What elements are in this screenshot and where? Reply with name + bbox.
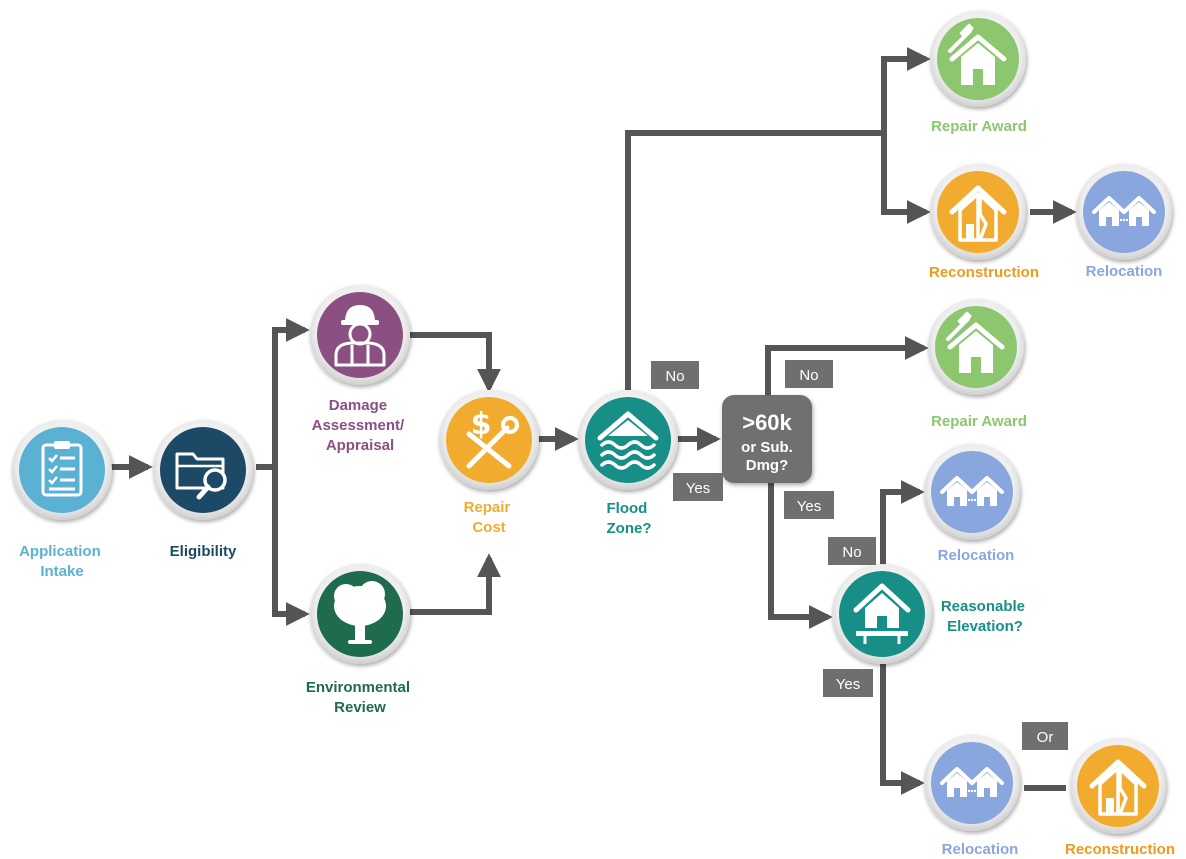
tag-flood-no-text: No: [665, 368, 684, 385]
tag-threshold-yes: Yes: [784, 491, 834, 519]
node-repair-award-top[interactable]: [930, 11, 1026, 107]
connector-threshold-no-path: [765, 336, 929, 395]
node-reconstruction-top[interactable]: [930, 164, 1026, 260]
label-eligibility: Eligibility: [170, 543, 237, 560]
tag-elevation-no: No: [828, 537, 876, 565]
node-reconstruction-bottom[interactable]: [1070, 738, 1166, 834]
node-eligibility[interactable]: [153, 420, 253, 520]
tag-threshold-no-text: No: [799, 367, 818, 384]
label-damage-assessment: Damage Assessment/ Appraisal: [312, 397, 409, 454]
node-environmental-review[interactable]: [310, 564, 410, 664]
checklist-icon: [41, 441, 83, 497]
connector-flood-no-path: [625, 130, 884, 390]
connector-damage-to-repair-cost: [410, 332, 501, 393]
label-application-intake: Application Intake: [19, 543, 105, 580]
connector-threshold-yes-path: [768, 483, 833, 629]
node-relocation-bottom[interactable]: [924, 735, 1020, 831]
connector-elevation-yes-path: [880, 664, 925, 795]
node-application-intake[interactable]: [12, 420, 112, 520]
label-relocation-top: Relocation: [1086, 263, 1163, 280]
label-relocation-bottom: Relocation: [942, 841, 1019, 858]
folder-search-icon: [175, 452, 227, 500]
threshold-line-2: or Sub.: [741, 439, 793, 456]
two-houses-icon: [940, 476, 1004, 506]
tag-or: Or: [1022, 722, 1068, 750]
node-relocation-top[interactable]: [1076, 164, 1172, 260]
node-repair-cost[interactable]: $: [439, 390, 539, 490]
threshold-amount: >60k: [742, 410, 792, 435]
tag-threshold-yes-text: Yes: [797, 498, 821, 515]
label-relocation-mid: Relocation: [938, 547, 1015, 564]
flood-house-icon: [597, 411, 659, 470]
node-labels: Application Intake Eligibility Damage As…: [19, 118, 1175, 858]
threshold-line-3: Dmg?: [746, 457, 789, 474]
two-houses-icon: [1092, 196, 1156, 226]
dollar-tools-icon: $: [466, 407, 519, 469]
house-rebuild-icon: [1089, 759, 1147, 816]
label-reasonable-elevation: Reasonable Elevation?: [941, 598, 1029, 635]
threshold-decision-node[interactable]: >60k or Sub. Dmg?: [722, 395, 812, 483]
tag-elevation-yes: Yes: [823, 669, 873, 697]
tree-icon: [334, 581, 386, 644]
tag-flood-no: No: [651, 361, 699, 389]
two-houses-icon: [940, 767, 1004, 797]
label-flood-zone: Flood Zone?: [607, 500, 652, 537]
node-damage-assessment[interactable]: [310, 285, 410, 385]
nodes: $: [12, 11, 1172, 834]
house-hammer-icon: [946, 311, 1005, 373]
label-repair-award-top: Repair Award: [931, 118, 1027, 135]
svg-text:$: $: [471, 407, 492, 442]
label-reconstruction-bottom: Reconstruction: [1065, 841, 1175, 858]
label-environmental-review: Environmental Review: [306, 679, 414, 716]
node-reasonable-elevation[interactable]: [832, 564, 932, 664]
label-repair-award-mid: Repair Award: [931, 413, 1027, 430]
inspector-icon: [334, 305, 386, 367]
node-relocation-mid[interactable]: [924, 444, 1020, 540]
tag-flood-yes: Yes: [673, 473, 723, 501]
house-hammer-icon: [948, 23, 1007, 85]
tag-elevation-yes-text: Yes: [836, 676, 860, 693]
connectors: [110, 47, 1077, 795]
tag-or-text: Or: [1037, 729, 1054, 746]
tag-elevation-no-text: No: [842, 544, 861, 561]
node-flood-zone[interactable]: [578, 390, 678, 490]
connector-environmental-to-repair-cost: [410, 553, 501, 615]
connector-elevation-no-path: [880, 480, 925, 566]
tag-threshold-no: No: [785, 360, 833, 388]
elevated-house-icon: [853, 583, 911, 644]
tag-flood-yes-text: Yes: [686, 480, 710, 497]
node-repair-award-mid[interactable]: [928, 299, 1024, 395]
house-rebuild-icon: [949, 185, 1007, 242]
label-repair-cost: Repair Cost: [464, 499, 515, 536]
label-reconstruction-top: Reconstruction: [929, 264, 1039, 281]
